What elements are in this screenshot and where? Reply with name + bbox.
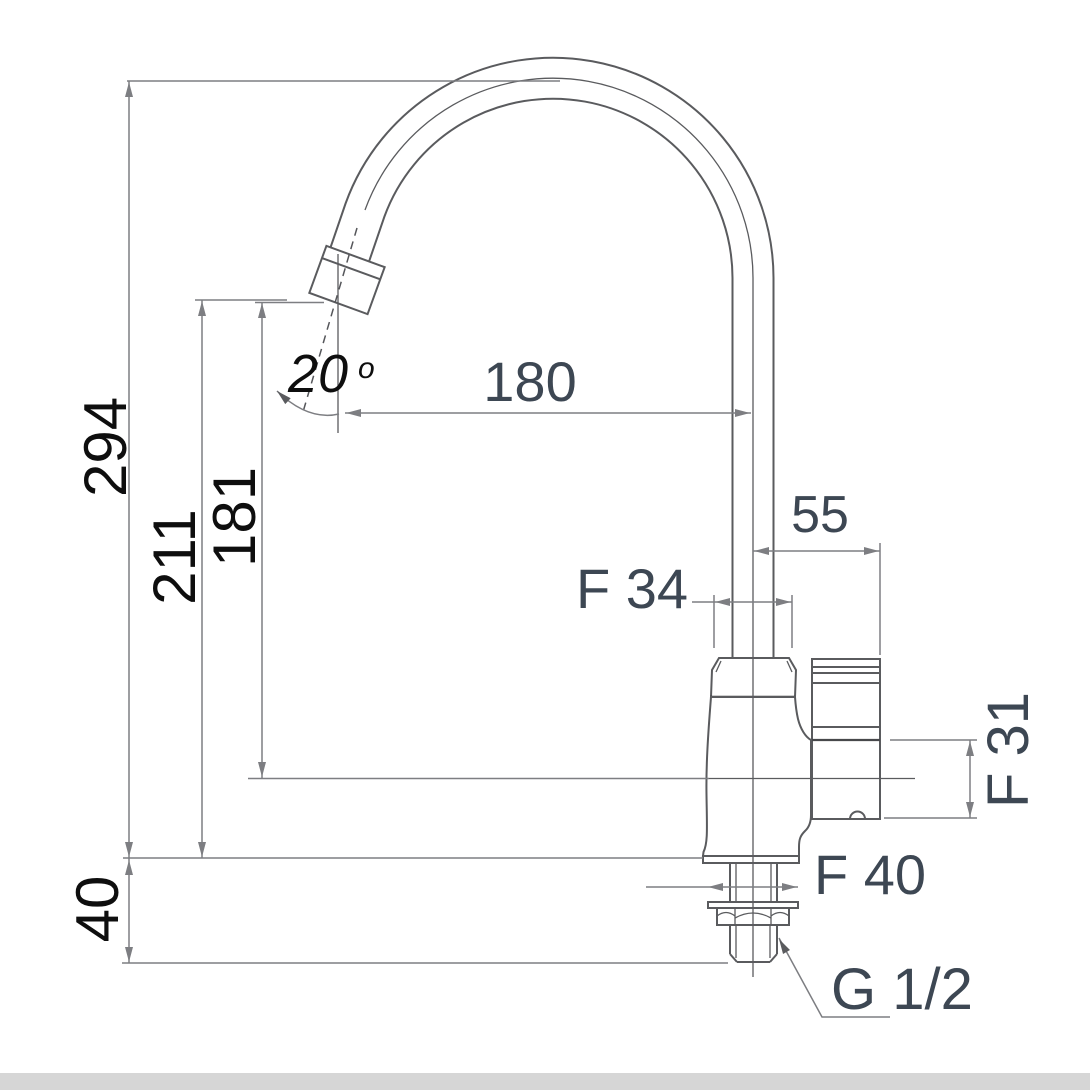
dim-handle-diameter: F 31	[884, 692, 1041, 819]
chamfer	[715, 660, 722, 673]
footer-bar	[0, 1073, 1090, 1090]
detent-notch	[849, 810, 866, 820]
dim-label-40: 40	[64, 876, 131, 943]
chamfer	[729, 953, 738, 963]
centerlines	[302, 77, 915, 977]
dim-label-211: 211	[141, 509, 208, 605]
dim-label-f34: F 34	[576, 557, 688, 620]
handle-block	[811, 658, 881, 820]
shank-upper	[729, 863, 778, 902]
dim-label-55: 55	[791, 486, 849, 544]
dim-spout-reach: 180	[345, 350, 751, 417]
spout-axis-dashed	[302, 227, 358, 413]
chamfer	[786, 660, 793, 673]
dim-below-deck: 40	[64, 858, 133, 963]
dim-spout-outlet-height: 211	[141, 300, 208, 858]
leader-inlet-thread: G 1/2	[778, 937, 973, 1022]
dim-label-180: 180	[483, 350, 576, 413]
label-g12: G 1/2	[831, 957, 973, 1022]
dim-label-f40: F 40	[814, 843, 926, 906]
dim-overall-height: 294	[72, 81, 139, 858]
angle-annotation: 20 o	[276, 344, 375, 417]
dim-label-294: 294	[72, 397, 139, 497]
reference-lines	[122, 80, 728, 964]
chamfer	[769, 953, 778, 963]
dim-flange-diameter: F 40	[646, 843, 926, 906]
tube-centerline	[364, 77, 754, 977]
dim-outlet-to-axis: 181	[201, 302, 709, 780]
aerator	[308, 244, 386, 316]
body	[701, 696, 812, 857]
dim-handle-offset: 55	[753, 486, 881, 655]
dim-body-diameter: F 34	[576, 557, 793, 648]
angle-degree-mark: o	[358, 352, 375, 385]
base-flange	[702, 855, 800, 864]
dim-label-181: 181	[201, 467, 268, 567]
dim-label-f31: F 31	[976, 692, 1041, 808]
angle-label: 20	[287, 344, 348, 404]
